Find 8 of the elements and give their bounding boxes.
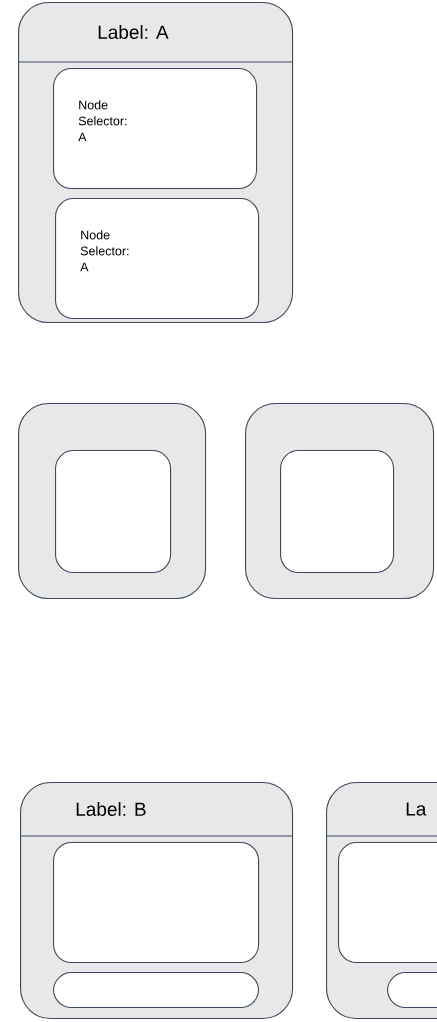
inner-box: [280, 450, 395, 574]
inner-box: [387, 972, 437, 1009]
inner-box: [53, 972, 260, 1009]
node-box: Node Selector: A: [55, 198, 260, 320]
node-box: Node Selector: A: [53, 68, 258, 190]
inner-box: [338, 842, 437, 964]
inner-box: [55, 450, 172, 574]
inner-box: [53, 842, 260, 964]
